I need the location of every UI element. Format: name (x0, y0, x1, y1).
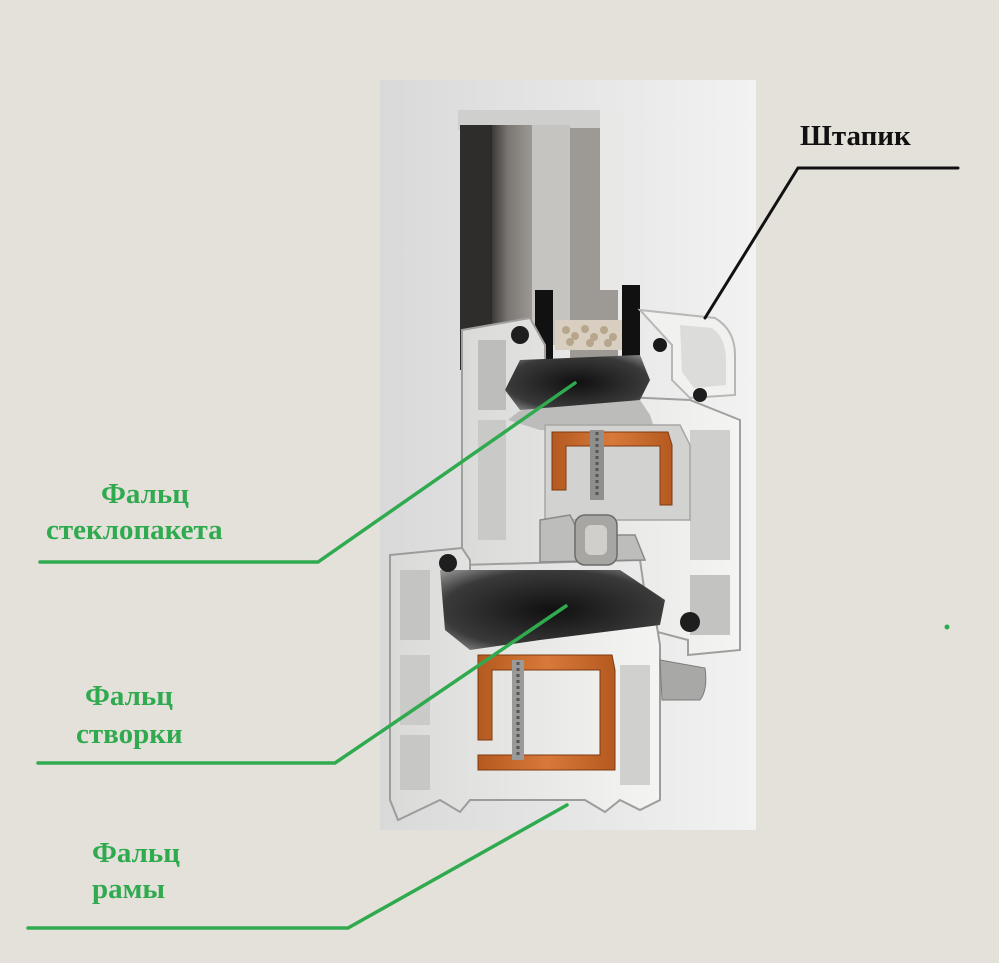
label-falts-stvorki-line1: Фальц (85, 680, 173, 712)
label-falts-ramy-line2: рамы (92, 873, 166, 905)
glass-unit (458, 110, 640, 370)
sash-steel-reinforcement (551, 430, 673, 506)
label-falts-ramy-line1: Фальц (92, 837, 180, 869)
leader-line-shtapik (703, 166, 960, 320)
label-shtapik: Штапик (800, 120, 911, 152)
label-falts-steklopaketa-line2: стеклопакета (46, 514, 223, 546)
glass-rebate-cavity (505, 355, 650, 410)
leader-line-falts-stvorki (36, 604, 568, 765)
leader-lines (26, 166, 960, 930)
frame-steel-reinforcement (477, 654, 616, 771)
leader-line-falts-steklopaketa (38, 381, 577, 564)
desiccant-granules (562, 325, 617, 347)
hardware-roller (539, 514, 647, 566)
frame-rebate-cavity (440, 570, 665, 650)
label-falts-steklopaketa-line1: Фальц (101, 478, 189, 510)
glazing-bead (637, 308, 736, 400)
gasket-seals (439, 326, 707, 632)
stray-dot (944, 624, 950, 630)
hinge-part (659, 659, 707, 701)
leader-line-falts-ramy (26, 803, 569, 930)
label-falts-stvorki-line2: створки (76, 718, 183, 750)
